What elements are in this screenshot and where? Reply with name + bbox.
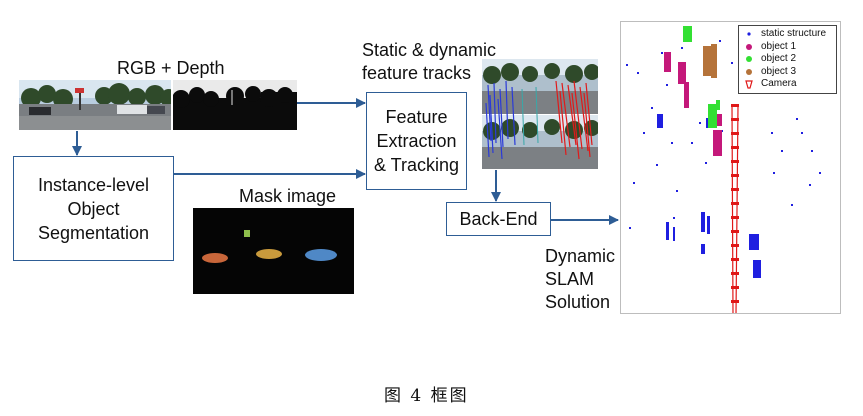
rgb-image	[19, 80, 171, 130]
dot-icon	[743, 31, 755, 37]
dot-icon	[743, 55, 755, 63]
rgb-depth-label: RGB + Depth	[117, 58, 225, 78]
dynamic-label: Dynamic	[545, 246, 616, 266]
feature-box-line3: & Tracking	[373, 155, 460, 175]
feature-tracks-image	[482, 59, 598, 169]
mask-image-label: Mask image	[239, 186, 337, 206]
legend-item-object1: object 1	[743, 41, 834, 54]
segmentation-box-line3: Segmentation	[37, 222, 150, 243]
slam-label: SLAM	[545, 269, 595, 289]
legend-label: static structure	[761, 28, 827, 39]
segmentation-box-line2: Object	[67, 198, 120, 219]
legend-label: object 1	[761, 40, 797, 52]
slam-result-plot: static structure object 1 object 2 objec…	[620, 21, 841, 314]
mask-image	[193, 208, 354, 294]
legend-label: object 3	[761, 65, 797, 77]
backend-label: Back-End	[459, 209, 538, 229]
legend-item-object3: object 3	[743, 66, 834, 79]
mask-sign	[244, 230, 250, 237]
legend-item-camera: Camera	[743, 78, 834, 91]
figure-caption: 图 4 框图	[384, 386, 469, 406]
segmentation-box: Instance-level Object Segmentation	[13, 156, 174, 261]
feature-box-line2: Extraction	[376, 131, 457, 151]
backend-box: Back-End	[446, 202, 551, 236]
depth-image	[173, 80, 297, 130]
tracks-label-line2: feature tracks	[362, 63, 472, 83]
legend-label: Camera	[761, 78, 797, 89]
dot-icon	[743, 43, 755, 51]
mask-car-1	[202, 253, 228, 263]
dot-icon	[743, 68, 755, 76]
legend-item-static: static structure	[743, 28, 834, 41]
segmentation-box-line1: Instance-level	[37, 174, 150, 195]
legend-label: object 2	[761, 53, 797, 64]
legend-item-object2: object 2	[743, 53, 834, 66]
mask-car-2	[256, 249, 282, 259]
solution-label: Solution	[545, 292, 611, 312]
mask-car-3	[305, 249, 337, 261]
tracks-label-line1: Static & dynamic	[362, 40, 497, 60]
feature-box-line1: Feature	[385, 107, 448, 127]
camera-icon	[743, 80, 755, 89]
feature-extraction-box: Feature Extraction & Tracking	[366, 92, 467, 190]
plot-legend: static structure object 1 object 2 objec…	[738, 25, 837, 94]
